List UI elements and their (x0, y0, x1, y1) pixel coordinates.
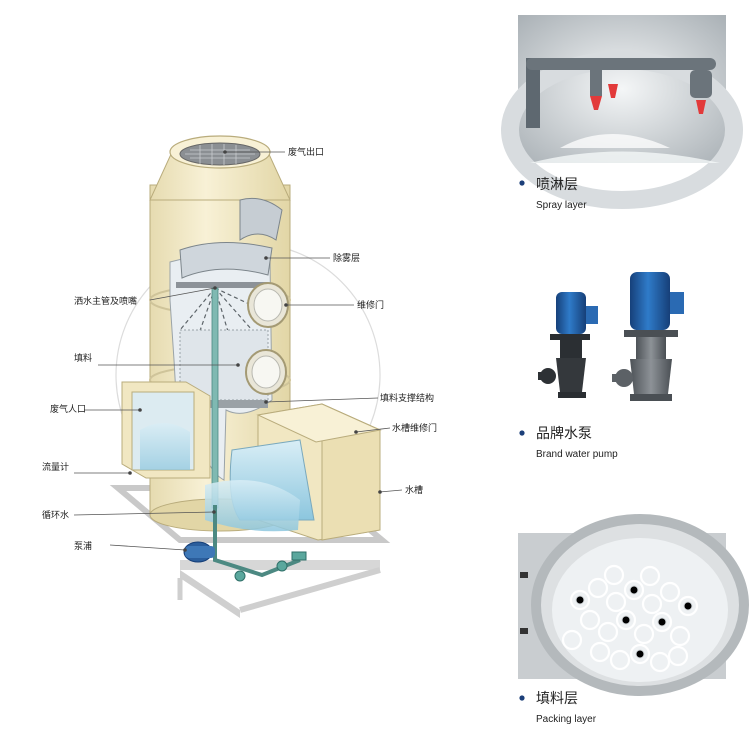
water-tank (205, 403, 382, 541)
spray-layer-subtitle: Spray layer (536, 200, 587, 211)
label-demister: 除雾层 (333, 252, 360, 264)
label-tank: 水槽 (405, 484, 423, 496)
label-flowmeter: 流量计 (42, 461, 69, 473)
bullet-2 (519, 430, 525, 436)
label-tank-door: 水槽维修门 (392, 422, 437, 434)
circulation-pump (183, 505, 307, 582)
label-exhaust-inlet: 废气人口 (50, 403, 86, 415)
bullet-3 (519, 695, 525, 701)
leader-lines (73, 151, 403, 551)
pump-photo-small (538, 292, 598, 398)
packing-title: 填料层 (536, 691, 578, 707)
label-spray-pipe: 洒水主管及喷嘴 (74, 295, 137, 307)
spray-layer-photo (501, 15, 743, 209)
maintenance-doors (245, 282, 289, 395)
exhaust-inlet-duct (121, 381, 211, 479)
label-exhaust-outlet: 废气出口 (288, 146, 324, 158)
pump-title: 品牌水泵 (536, 425, 592, 442)
spray-layer-title: 喷淋层 (536, 177, 578, 193)
label-maintenance-door: 维修门 (357, 299, 384, 311)
packing-layer-photo (518, 514, 749, 696)
label-pump: 泵浦 (74, 540, 92, 552)
bullet-1 (519, 180, 525, 186)
pump-subtitle: Brand water pump (536, 449, 618, 460)
label-packing-support: 填料支撑结构 (380, 392, 434, 404)
packing-subtitle: Packing layer (536, 714, 597, 725)
label-packing: 填料 (74, 352, 92, 364)
pump-photo-large (612, 272, 684, 401)
label-circulating-water: 循环水 (42, 509, 69, 521)
leader-dots (128, 150, 382, 552)
